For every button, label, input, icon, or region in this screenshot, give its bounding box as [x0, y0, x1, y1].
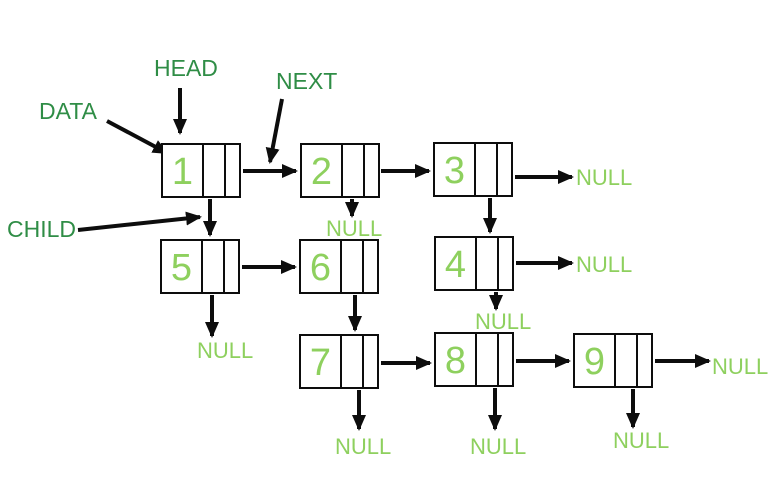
- data-cell: 3: [435, 144, 476, 195]
- null-child-of-9-label: NULL: [613, 428, 670, 453]
- child-pointer-cell: [477, 238, 499, 289]
- next-label: NEXT: [276, 68, 338, 94]
- arrow-data-to-node-1: [106, 119, 169, 155]
- next-pointer-cell: [499, 238, 512, 289]
- next-pointer-cell: [365, 145, 378, 196]
- null-next-of-3-label: NULL: [576, 165, 633, 190]
- child-pointer-cell: [342, 336, 364, 387]
- data-cell: 1: [163, 145, 204, 196]
- null-child-of-8-label: NULL: [470, 434, 527, 459]
- null-next-of-9-label: NULL: [712, 354, 768, 379]
- child-label: CHILD: [7, 216, 77, 242]
- next-pointer-cell: [364, 336, 377, 387]
- node-value: 9: [583, 340, 606, 383]
- head-label: HEAD: [154, 55, 218, 81]
- node-5: 5: [160, 239, 240, 294]
- node-3: 3: [433, 142, 513, 197]
- node-value: 2: [310, 150, 333, 193]
- node-value: 7: [309, 341, 332, 384]
- child-pointer-cell: [203, 241, 225, 292]
- next-pointer-cell: [638, 335, 651, 386]
- data-cell: 4: [436, 238, 477, 289]
- node-7: 7: [299, 334, 379, 389]
- child-pointer-cell: [616, 335, 638, 386]
- data-cell: 7: [301, 336, 342, 387]
- data-cell: 2: [302, 145, 343, 196]
- arrow-next-to-link: [265, 98, 284, 164]
- next-pointer-cell: [499, 334, 512, 385]
- null-child-of-7-label: NULL: [335, 434, 392, 459]
- data-cell: 9: [575, 335, 616, 386]
- null-child-of-5-label: NULL: [197, 338, 254, 363]
- data-cell: 8: [436, 334, 477, 385]
- child-pointer-cell: [476, 144, 498, 195]
- null-next-of-4-label: NULL: [576, 252, 633, 277]
- node-value: 4: [444, 243, 467, 286]
- child-pointer-cell: [477, 334, 499, 385]
- null-child-of-4-label: NULL: [475, 309, 532, 334]
- next-pointer-cell: [498, 144, 511, 195]
- data-cell: 6: [301, 241, 342, 292]
- next-pointer-cell: [225, 241, 238, 292]
- arrow-child-to-link: [77, 211, 202, 232]
- node-9: 9: [573, 333, 653, 388]
- data-cell: 5: [162, 241, 203, 292]
- node-value: 3: [443, 149, 466, 192]
- node-2: 2: [300, 143, 380, 198]
- node-6: 6: [299, 239, 379, 294]
- node-value: 5: [170, 246, 193, 289]
- next-pointer-cell: [226, 145, 239, 196]
- node-1: 1: [161, 143, 241, 198]
- next-pointer-cell: [364, 241, 377, 292]
- node-value: 1: [171, 150, 194, 193]
- null-child-of-2-label: NULL: [326, 216, 383, 241]
- child-pointer-cell: [204, 145, 226, 196]
- child-pointer-cell: [342, 241, 364, 292]
- child-pointer-cell: [343, 145, 365, 196]
- data-label: DATA: [39, 98, 97, 124]
- node-value: 6: [309, 246, 332, 289]
- node-4: 4: [434, 236, 514, 291]
- node-8: 8: [434, 332, 514, 387]
- node-value: 8: [444, 339, 467, 382]
